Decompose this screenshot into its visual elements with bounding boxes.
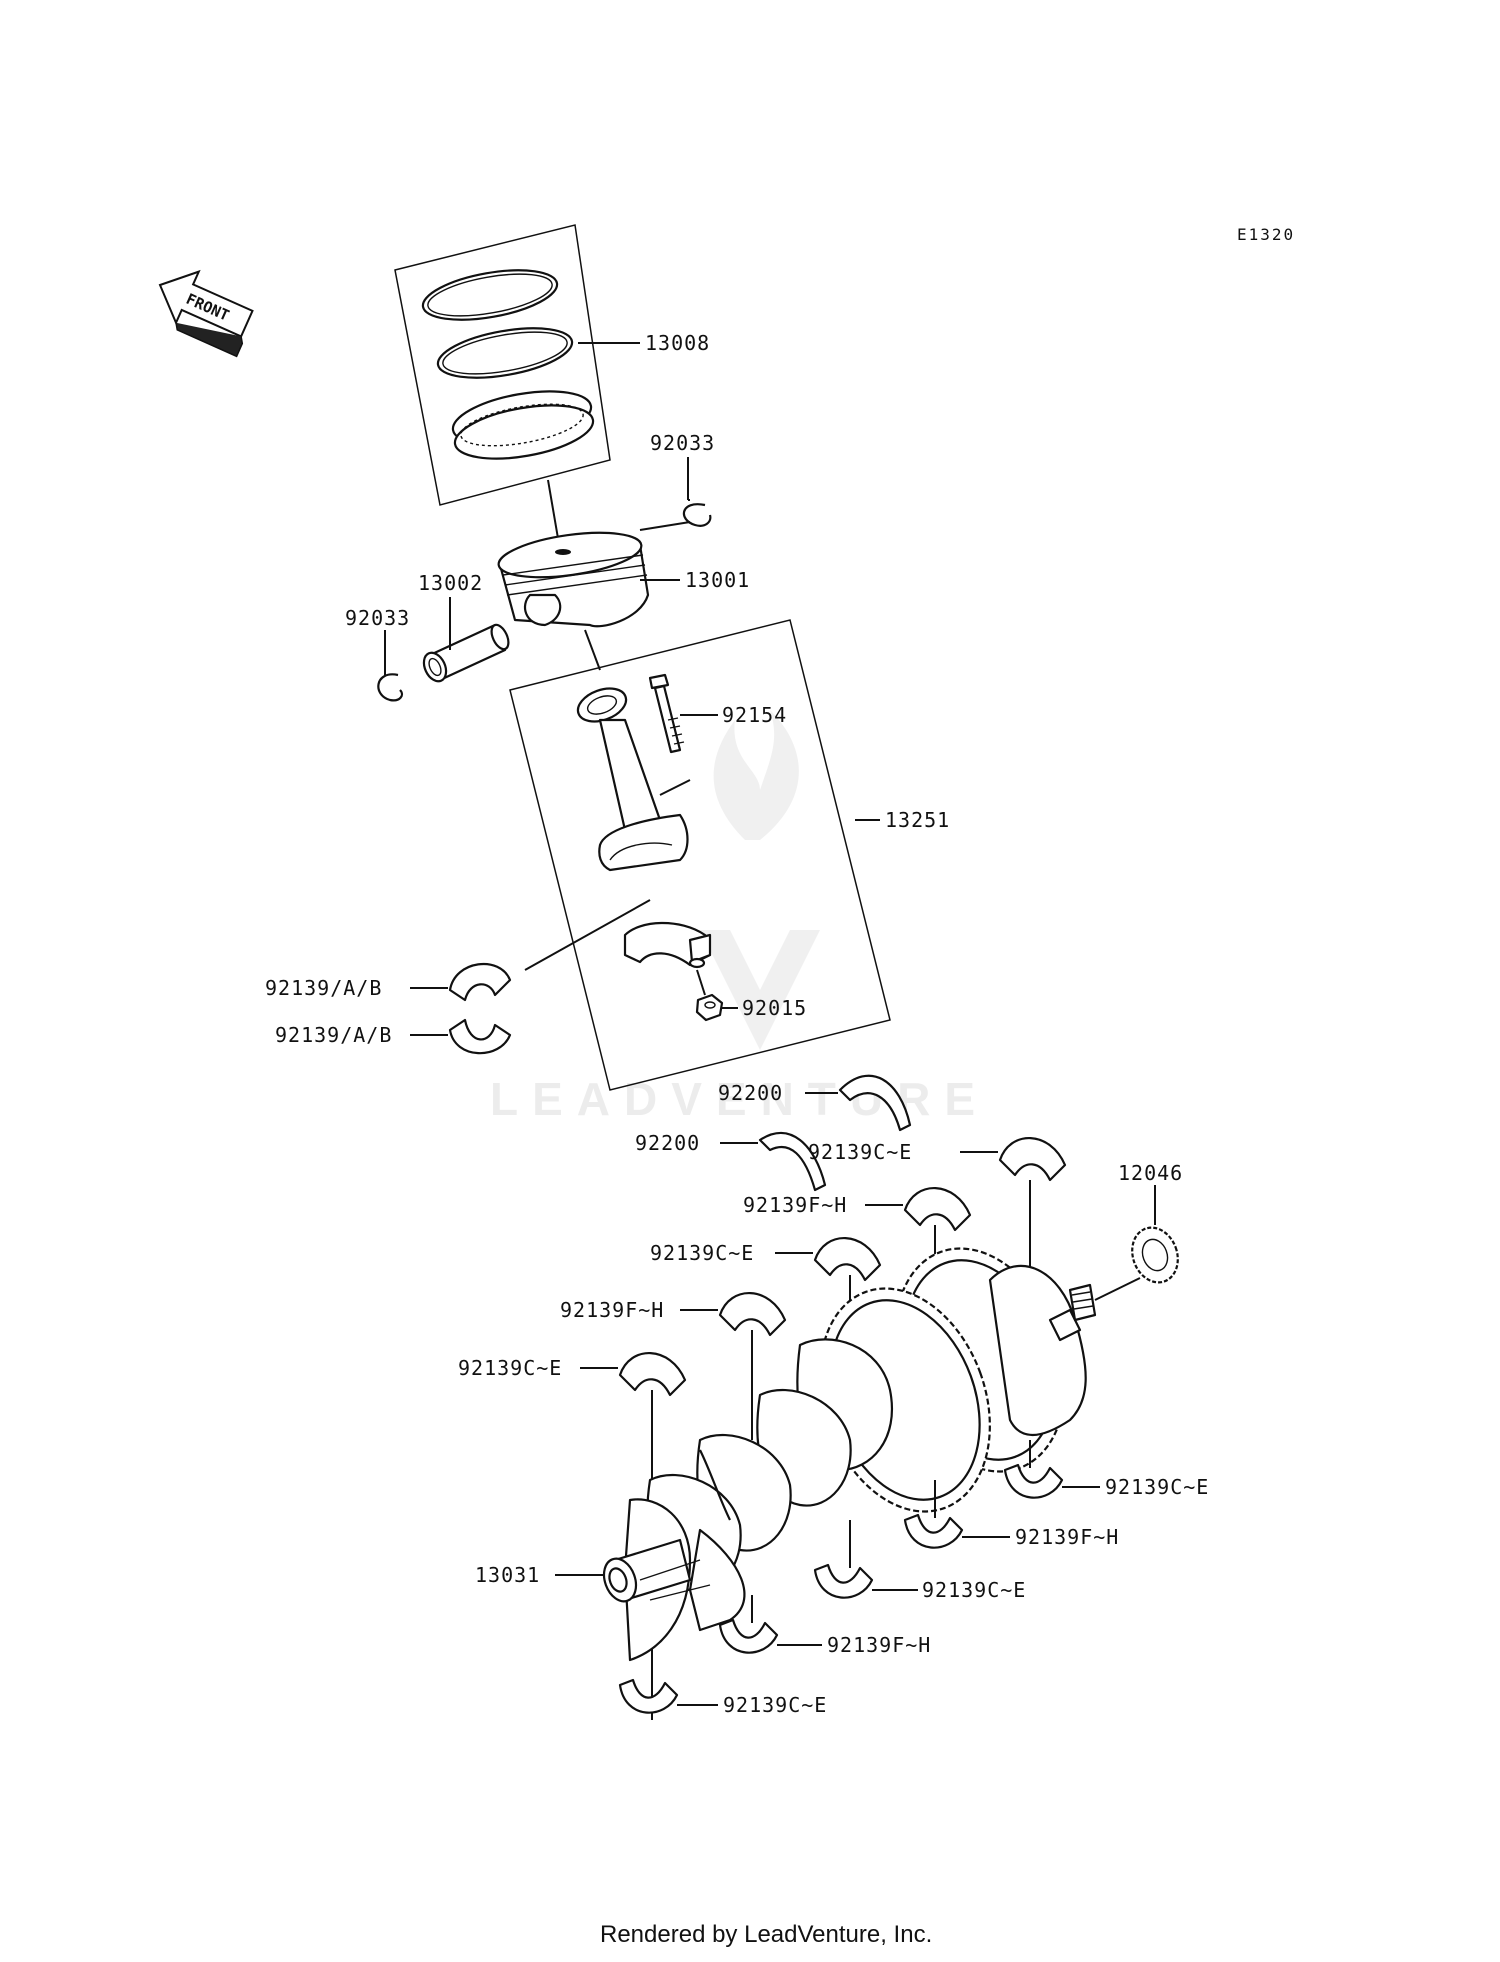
callout-92139ce-6: 92139C~E (723, 1693, 827, 1717)
main-bearing-lower-5-icon (618, 1678, 679, 1714)
callout-92015: 92015 (742, 996, 807, 1020)
callout-92139fh-3: 92139F~H (1015, 1525, 1119, 1549)
circlip-left-icon (377, 673, 404, 702)
callout-92139ce-2: 92139C~E (650, 1241, 754, 1265)
callout-13251: 13251 (885, 808, 950, 832)
rod-bearing-upper-icon (448, 962, 512, 1002)
callout-92139ce-4: 92139C~E (1105, 1475, 1209, 1499)
diagram-code: E1320 (1237, 225, 1295, 244)
main-bearing-upper-3-icon (813, 1237, 882, 1282)
callout-13001: 13001 (685, 568, 750, 592)
piston-rings-frame (394, 224, 611, 506)
main-bearing-lower-4-icon (718, 1618, 779, 1654)
front-arrow-icon: FRONT (158, 269, 254, 358)
nut-icon (695, 993, 724, 1022)
callout-92139fh-2: 92139F~H (560, 1298, 664, 1322)
piston-rings-icon (421, 269, 595, 460)
callout-92139ab-lower: 92139/A/B (275, 1023, 392, 1047)
callout-92139ab-upper: 92139/A/B (265, 976, 382, 1000)
main-bearing-lower-3-icon (813, 1563, 874, 1599)
main-bearing-upper-2-icon (903, 1187, 972, 1232)
piston-icon (497, 531, 650, 628)
thrust-washer-lower-icon (758, 1131, 827, 1192)
callout-92200-upper: 92200 (718, 1081, 783, 1105)
main-bearing-lower-1-icon (1003, 1463, 1064, 1499)
connecting-rod-frame (509, 619, 891, 1091)
main-bearing-upper-4-icon (718, 1292, 787, 1337)
callout-13031: 13031 (475, 1563, 540, 1587)
callout-92139fh-1: 92139F~H (743, 1193, 847, 1217)
main-bearing-lower-2-icon (903, 1513, 964, 1549)
main-bearing-upper-5-icon (618, 1352, 687, 1397)
callout-92033-top: 92033 (650, 431, 715, 455)
piston-pin-icon (422, 623, 510, 683)
callout-92154: 92154 (722, 703, 787, 727)
callout-92139ce-1: 92139C~E (808, 1140, 912, 1164)
needle-bearing-icon (1131, 1226, 1179, 1284)
footer-credit: Rendered by LeadVenture, Inc. (600, 1921, 932, 1948)
callout-92139fh-4: 92139F~H (827, 1633, 931, 1657)
rod-bearing-lower-icon (448, 1018, 512, 1055)
callout-13002: 13002 (418, 571, 483, 595)
rod-bolt-icon (648, 673, 685, 754)
callout-92139ce-3: 92139C~E (458, 1356, 562, 1380)
callout-92200-lower: 92200 (635, 1131, 700, 1155)
callout-92033-left: 92033 (345, 606, 410, 630)
watermark: LEADVENTURE (490, 710, 975, 1125)
callout-12046: 12046 (1118, 1161, 1183, 1185)
main-bearing-upper-1-icon (998, 1137, 1067, 1182)
connecting-rod-icon (576, 687, 689, 872)
callout-92139ce-5: 92139C~E (922, 1578, 1026, 1602)
thrust-washer-upper-icon (838, 1074, 912, 1132)
crankshaft-icon (602, 1247, 1097, 1662)
circlip-right-icon (683, 503, 712, 527)
rod-cap-icon (623, 921, 712, 969)
callout-13008: 13008 (645, 331, 710, 355)
